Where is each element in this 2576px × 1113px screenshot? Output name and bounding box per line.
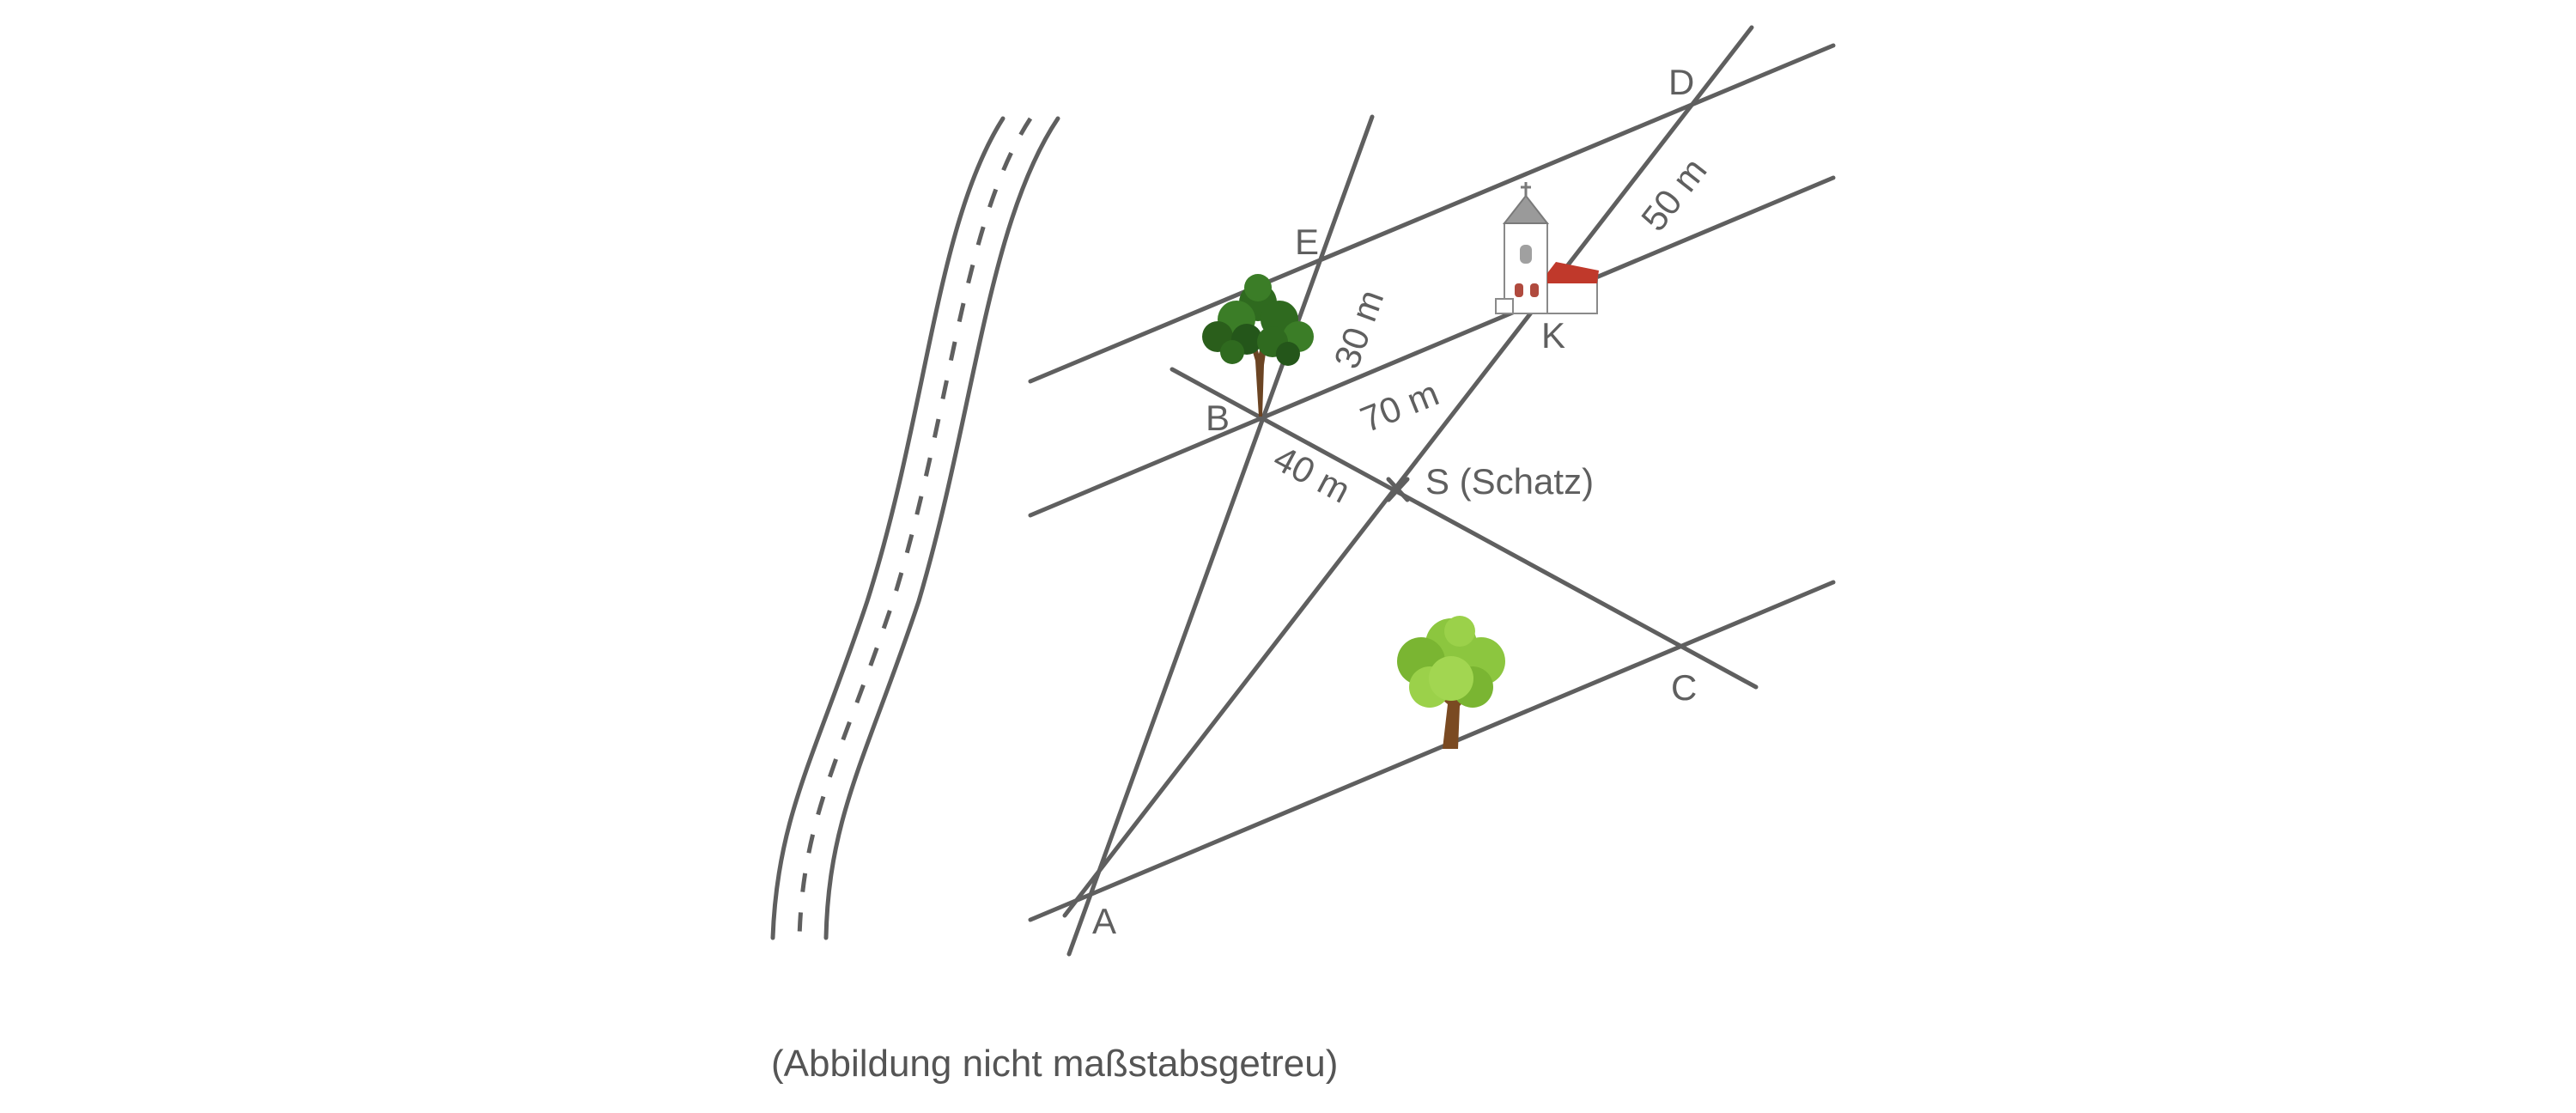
distance-label-eb: 30 m [1326, 284, 1391, 374]
point-label-e: E [1295, 222, 1319, 262]
point-label-c: C [1671, 667, 1697, 708]
parallel-line-top [1028, 43, 1836, 384]
treasure-mark [1386, 477, 1410, 502]
point-label-a: A [1092, 901, 1116, 941]
point-label-b: B [1206, 398, 1230, 438]
figure-caption: (Abbildung nicht maßstabsgetreu) [771, 1043, 1338, 1085]
pine-tree-icon [1202, 274, 1314, 417]
deciduous-tree-icon [1397, 616, 1505, 749]
parallel-line-middle [1028, 175, 1836, 518]
line-abe [1066, 114, 1375, 957]
parallel-line-bottom [1028, 580, 1836, 922]
road-icon [770, 116, 1060, 940]
point-label-d: D [1668, 62, 1694, 102]
line-askd [1062, 25, 1754, 918]
distance-label-bk: 70 m [1355, 373, 1444, 441]
line-bsc [1170, 367, 1759, 690]
distance-label-bs: 40 m [1267, 437, 1358, 510]
church-icon [1495, 182, 1599, 314]
point-label-s: S (Schatz) [1425, 461, 1594, 502]
point-label-k: K [1541, 315, 1565, 356]
